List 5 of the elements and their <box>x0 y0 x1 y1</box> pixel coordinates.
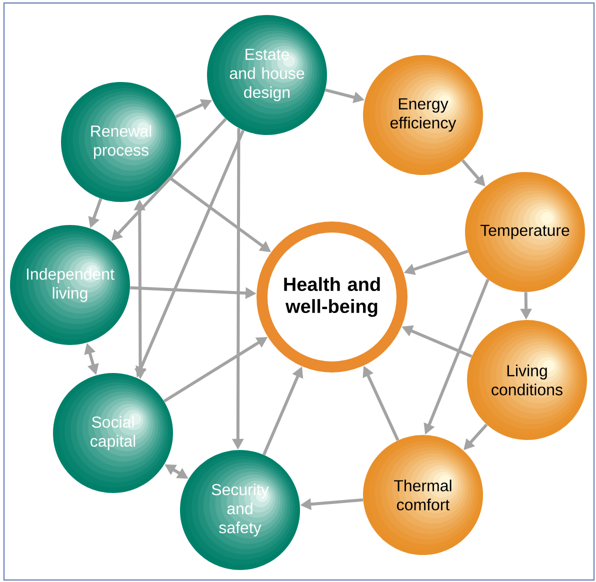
sphere: Living conditions <box>467 320 587 440</box>
sphere: Temperature <box>465 172 585 292</box>
sphere: Energy efficiency <box>363 55 483 175</box>
sphere: Thermal comfort <box>363 435 483 555</box>
target-ring: Health and well-being <box>256 222 408 372</box>
